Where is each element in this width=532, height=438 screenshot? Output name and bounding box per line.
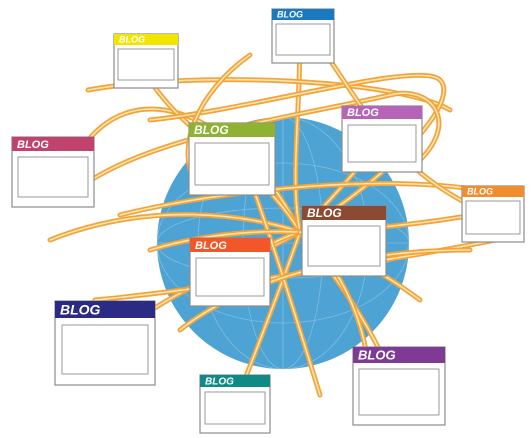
- window-title-label: BLOG: [119, 35, 145, 45]
- blog-window-center-upper: BLOG: [188, 122, 276, 196]
- connection-link-inner: [59, 92, 440, 206]
- blog-windows: BLOG BLOG BLOG BLOG BLOG BLOG BLOG BLOG BLOG BLOG…: [11, 8, 525, 434]
- window-title-label: BLOG: [60, 301, 101, 317]
- connection-link: [147, 229, 303, 253]
- window-title-label: BLOG: [195, 240, 227, 252]
- connection-link: [293, 32, 303, 235]
- window-title-label: BLOG: [205, 376, 234, 387]
- window-content-area: [347, 124, 417, 163]
- window-title-bar: [200, 375, 270, 387]
- blog-window-center-right: BLOG: [301, 205, 387, 277]
- window-title-bar: [462, 186, 524, 197]
- window-title-bar: [114, 34, 178, 45]
- window-title-label: BLOG: [277, 10, 303, 20]
- window-content-area: [465, 200, 521, 235]
- window-title-label: BLOG: [194, 123, 229, 137]
- connection-link-inner: [294, 34, 301, 233]
- blog-window-lower-right: BLOG: [352, 346, 446, 426]
- window-title-bar: [302, 206, 386, 220]
- window-title-bar: [190, 238, 270, 252]
- blog-window-center-lower: BLOG: [189, 237, 271, 307]
- window-content-area: [358, 368, 440, 416]
- blog-window-top-center: BLOG: [271, 8, 335, 64]
- window-title-bar: [55, 301, 155, 318]
- window-title-bar: [342, 106, 422, 119]
- window-content-area: [204, 391, 266, 425]
- blog-window-left: BLOG: [11, 136, 95, 208]
- connection-link: [117, 181, 508, 218]
- blog-window-far-right: BLOG: [461, 185, 525, 243]
- connection-link-inner: [149, 230, 301, 251]
- connection-link: [47, 212, 303, 243]
- window-title-label: BLOG: [347, 107, 379, 119]
- window-title-bar: [272, 9, 334, 20]
- blog-window-top-left: BLOG: [113, 33, 179, 89]
- window-title-label: BLOG: [358, 347, 396, 362]
- blog-window-upper-right: BLOG: [341, 105, 423, 173]
- window-title-bar: [189, 123, 275, 137]
- window-content-area: [117, 48, 175, 81]
- connection-link: [57, 90, 442, 208]
- connection-link-inner: [119, 182, 506, 216]
- window-content-area: [194, 142, 270, 186]
- window-title-bar: [12, 137, 94, 151]
- blog-window-lower-left: BLOG: [54, 300, 156, 386]
- connection-link: [177, 247, 473, 333]
- window-content-area: [275, 23, 331, 56]
- connection-link-inner: [49, 213, 301, 241]
- window-title-label: BLOG: [307, 206, 342, 220]
- blog-window-bottom-center: BLOG: [199, 374, 271, 434]
- window-title-bar: [353, 347, 445, 363]
- window-content-area: [61, 324, 149, 375]
- window-title-label: BLOG: [467, 187, 493, 197]
- connection-link-inner: [179, 249, 471, 331]
- window-content-area: [17, 156, 89, 198]
- window-content-area: [307, 225, 381, 267]
- window-content-area: [195, 257, 265, 297]
- window-title-label: BLOG: [17, 139, 49, 151]
